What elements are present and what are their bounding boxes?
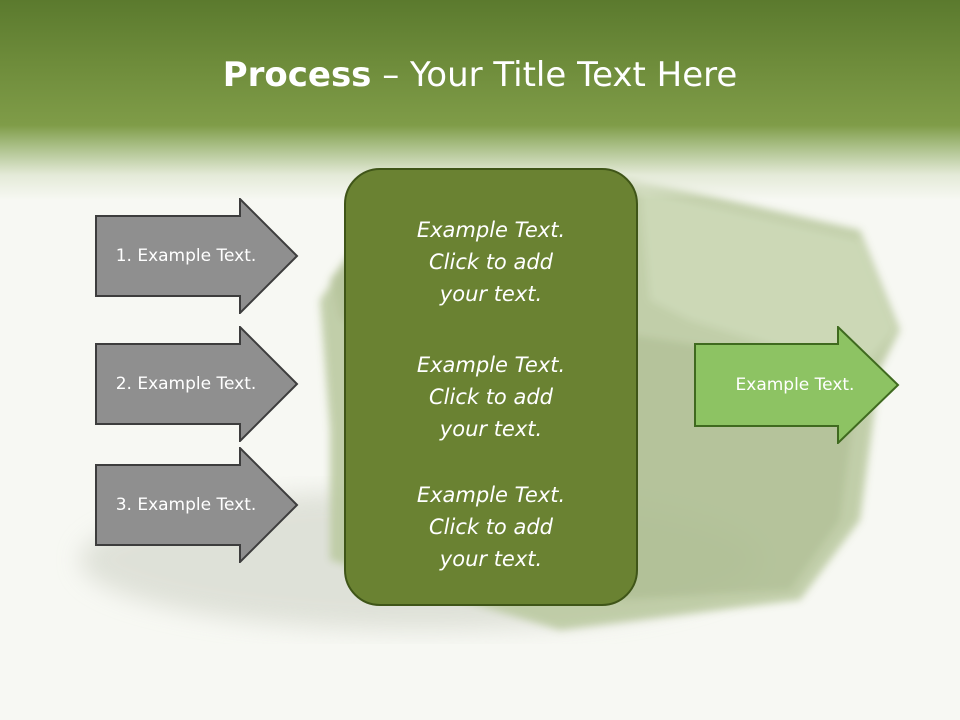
process-step-2-arrow[interactable]: 2. Example Text.: [95, 326, 299, 442]
header-band: [0, 0, 960, 200]
process-step-1-label: 1. Example Text.: [115, 246, 257, 266]
center-text-1[interactable]: Example Text. Click to add your text.: [416, 218, 566, 306]
right-arrow-shape: [95, 447, 299, 563]
process-output-label: Example Text.: [735, 375, 855, 395]
right-arrow-shape: [694, 326, 900, 444]
right-arrow-shape: [95, 326, 299, 442]
center-text-3[interactable]: Example Text. Click to add your text.: [416, 483, 566, 571]
right-arrow-shape: [95, 198, 299, 314]
title-rest: – Your Title Text Here: [371, 55, 738, 95]
process-center-box[interactable]: Example Text. Click to add your text. Ex…: [344, 168, 638, 606]
process-step-2-label: 2. Example Text.: [115, 374, 257, 394]
title-bold: Process: [222, 55, 372, 95]
process-step-3-label: 3. Example Text.: [115, 495, 257, 515]
process-step-3-arrow[interactable]: 3. Example Text.: [95, 447, 299, 563]
center-text-2[interactable]: Example Text. Click to add your text.: [416, 353, 566, 441]
process-output-arrow[interactable]: Example Text.: [694, 326, 900, 444]
process-step-1-arrow[interactable]: 1. Example Text.: [95, 198, 299, 314]
slide-title: Process – Your Title Text Here: [0, 54, 960, 96]
